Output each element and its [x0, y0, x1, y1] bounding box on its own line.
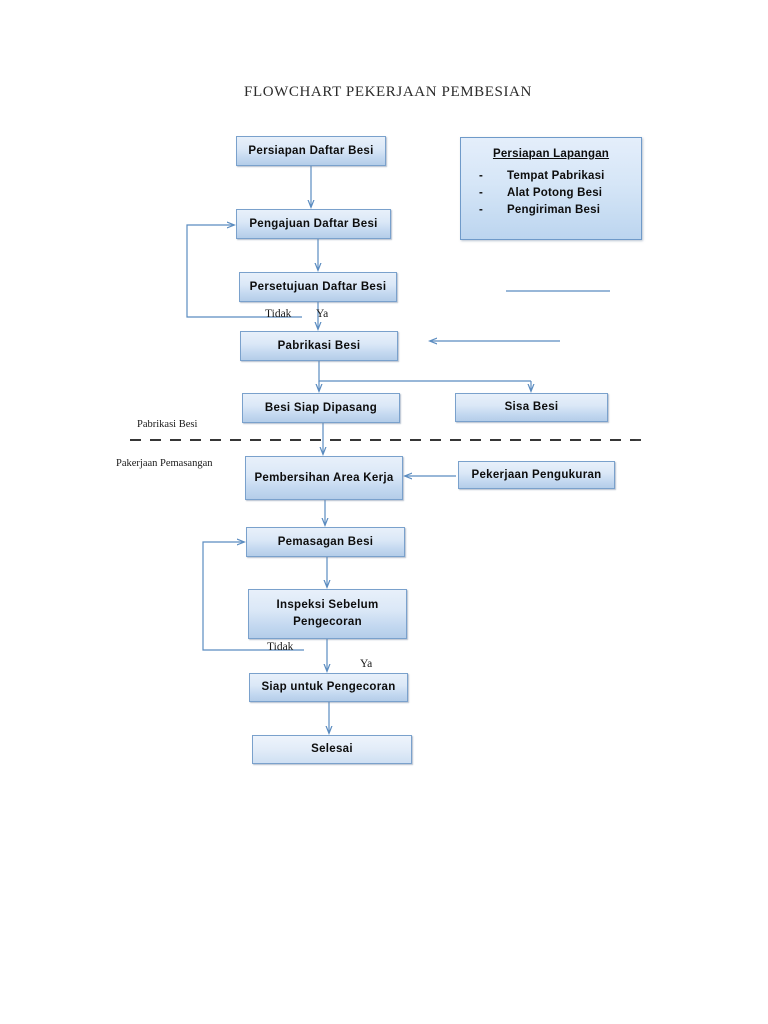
node-pengajuan-daftar-besi[interactable]: Pengajuan Daftar Besi: [236, 209, 391, 239]
bullet-dash-icon: -: [479, 204, 484, 216]
node-besi-siap-dipasang[interactable]: Besi Siap Dipasang: [242, 393, 400, 423]
edge-label-ya-lower: Ya: [360, 658, 373, 670]
zone-label-pabrikasi-besi: Pabrikasi Besi: [137, 419, 198, 430]
panel-list-item: - Alat Potong Besi: [479, 187, 633, 199]
edge-label-tidak-upper: Tidak: [265, 308, 292, 320]
bullet-dash-icon: -: [479, 187, 484, 199]
node-pemasagan-besi[interactable]: Pemasagan Besi: [246, 527, 405, 557]
panel-item-label: Pengiriman Besi: [507, 204, 601, 216]
node-label: Besi Siap Dipasang: [264, 401, 378, 414]
node-pekerjaan-pengukuran[interactable]: Pekerjaan Pengukuran: [458, 461, 615, 489]
node-label: Siap untuk Pengecoran: [261, 681, 396, 694]
node-sisa-besi[interactable]: Sisa Besi: [455, 393, 608, 422]
panel-list-item: - Tempat Pabrikasi: [479, 170, 633, 182]
node-label: Pabrikasi Besi: [277, 339, 361, 352]
node-selesai[interactable]: Selesai: [252, 735, 412, 764]
node-label: Pemasagan Besi: [277, 535, 374, 548]
node-siap-untuk-pengecoran[interactable]: Siap untuk Pengecoran: [249, 673, 408, 702]
panel-title: Persiapan Lapangan: [492, 148, 610, 160]
node-label: Pekerjaan Pengukuran: [471, 468, 602, 481]
node-label: Pembersihan Area Kerja: [254, 471, 394, 484]
panel-item-label: Alat Potong Besi: [507, 187, 603, 199]
node-label: Persetujuan Daftar Besi: [249, 280, 387, 293]
node-label: Persiapan Daftar Besi: [248, 144, 374, 157]
node-label: Sisa Besi: [504, 401, 559, 414]
node-persetujuan-daftar-besi[interactable]: Persetujuan Daftar Besi: [239, 272, 397, 302]
edge-pabrikasi-split-bus: [318, 361, 531, 382]
panel-list-item: - Pengiriman Besi: [479, 204, 633, 216]
node-label: Inspeksi Sebelum Pengecoran: [276, 599, 379, 628]
panel-item-label: Tempat Pabrikasi: [507, 170, 605, 182]
edge-label-tidak-lower: Tidak: [267, 641, 294, 653]
node-pembersihan-area-kerja[interactable]: Pembersihan Area Kerja: [245, 456, 403, 500]
edge-label-ya-upper: Ya: [316, 308, 329, 320]
panel-persiapan-lapangan[interactable]: Persiapan Lapangan - Tempat Pabrikasi - …: [460, 137, 642, 240]
node-label: Selesai: [311, 743, 353, 756]
node-persiapan-daftar-besi[interactable]: Persiapan Daftar Besi: [236, 136, 386, 166]
node-label: Pengajuan Daftar Besi: [249, 217, 378, 230]
zone-label-pakerjaan-pemasangan: Pakerjaan Pemasangan: [116, 458, 213, 469]
node-pabrikasi-besi[interactable]: Pabrikasi Besi: [240, 331, 398, 361]
page-title: FLOWCHART PEKERJAAN PEMBESIAN: [244, 84, 532, 100]
bullet-dash-icon: -: [479, 170, 484, 182]
node-inspeksi-sebelum-pengecoran[interactable]: Inspeksi Sebelum Pengecoran: [248, 589, 407, 639]
